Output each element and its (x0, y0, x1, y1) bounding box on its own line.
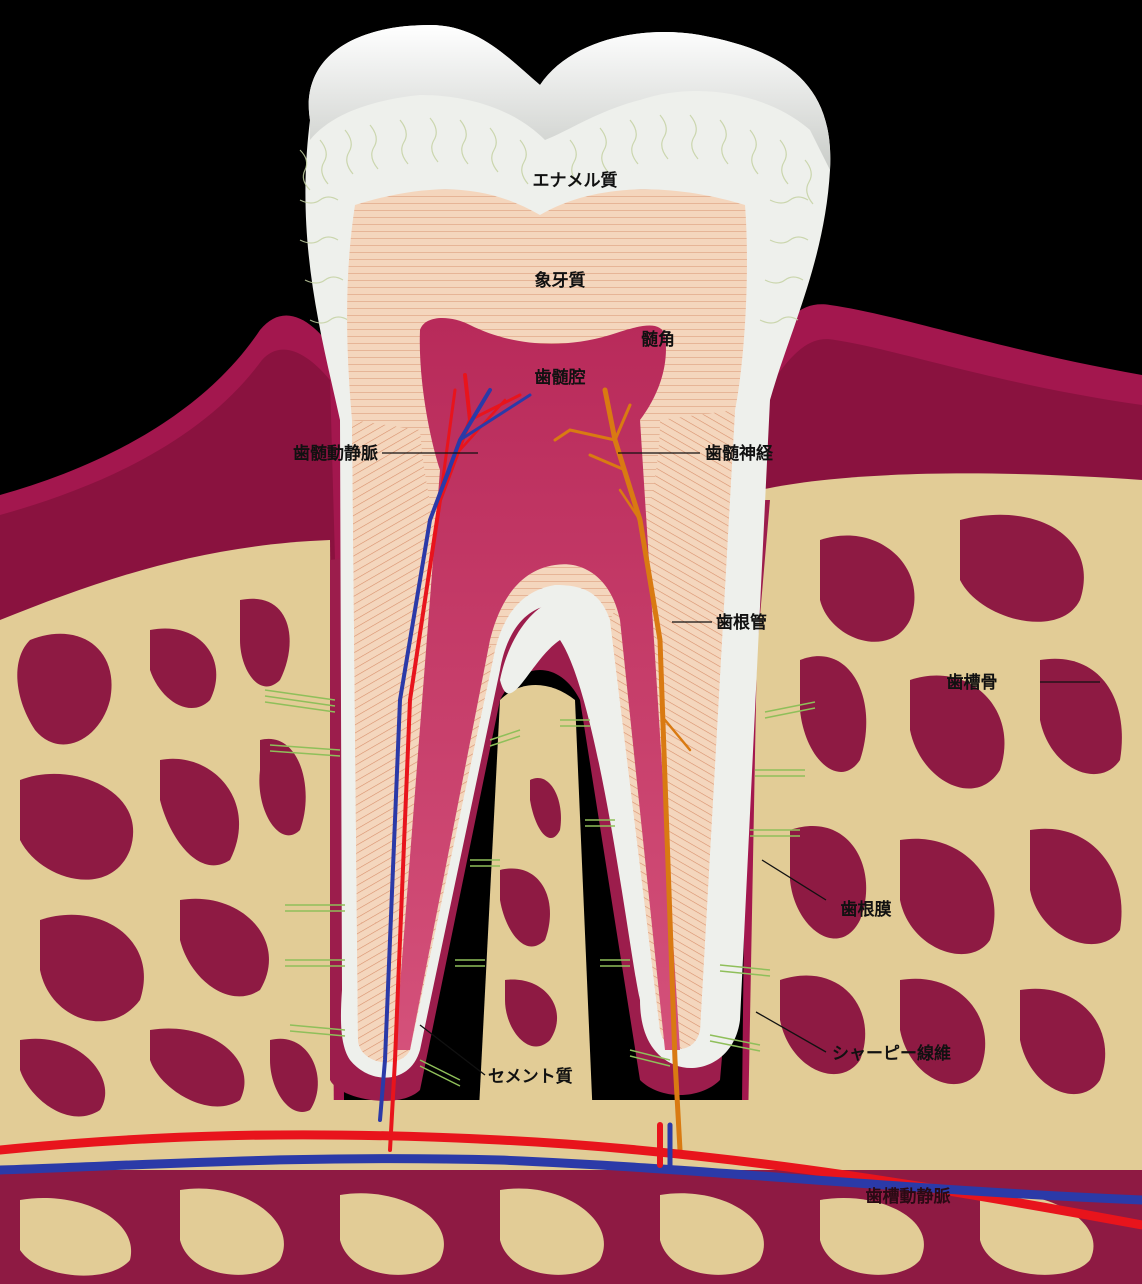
label-alveolar-vessels: 歯槽動静脈 (866, 1186, 951, 1207)
label-enamel: エナメル質 (533, 170, 618, 191)
label-periodontal-ligament: 歯根膜 (841, 899, 892, 920)
label-cementum: セメント質 (488, 1066, 573, 1087)
label-pulp-chamber: 歯髄腔 (535, 367, 586, 388)
label-root-canal: 歯根管 (716, 612, 767, 633)
label-alveolar-bone: 歯槽骨 (947, 672, 998, 693)
label-pulp-vessels: 歯髄動静脈 (293, 443, 378, 464)
label-dentin: 象牙質 (535, 270, 586, 291)
label-pulp-nerve: 歯髄神経 (705, 443, 774, 464)
label-pulp-horn: 髄角 (641, 329, 675, 350)
label-sharpey-fibers: シャーピー線維 (832, 1043, 951, 1064)
